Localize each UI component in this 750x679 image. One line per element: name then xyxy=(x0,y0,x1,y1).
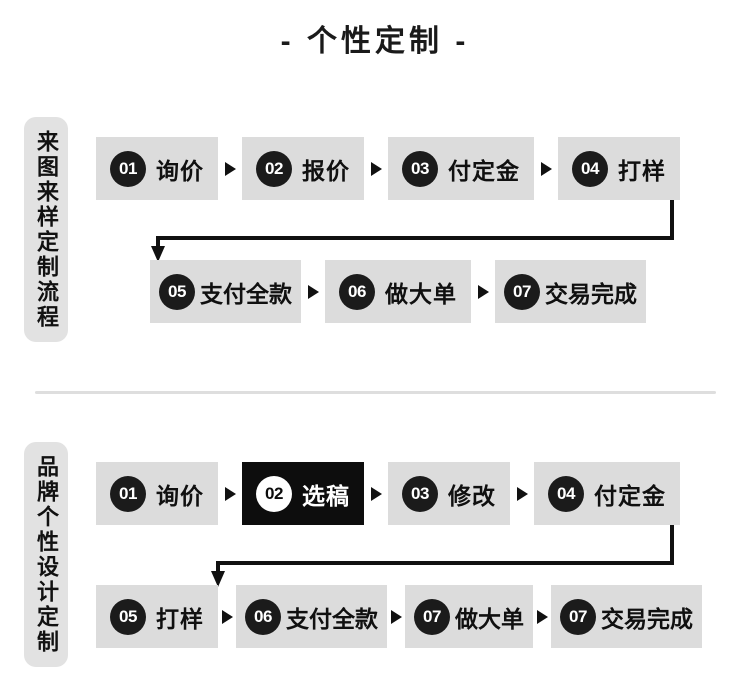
flow-row-top: 01 询价 02 报价 03 付定金 04 打样 xyxy=(96,137,680,200)
step-box-03[interactable]: 03 付定金 xyxy=(388,137,534,200)
step-box-03[interactable]: 03 修改 xyxy=(388,462,510,525)
triangle-right-icon xyxy=(364,486,388,501)
step-label: 询价 xyxy=(156,157,204,184)
step-number-badge: 03 xyxy=(402,150,438,187)
step-number-badge: 04 xyxy=(548,475,584,512)
triangle-right-icon xyxy=(510,486,534,501)
step-number-badge: 03 xyxy=(402,475,438,512)
side-label-brand-design: 品牌个性设计定制 xyxy=(24,442,68,667)
step-number-badge: 07 xyxy=(560,598,596,635)
step-label: 修改 xyxy=(448,482,496,509)
step-box-08[interactable]: 07 交易完成 xyxy=(551,585,702,648)
triangle-right-icon xyxy=(471,284,495,299)
step-label: 付定金 xyxy=(448,157,520,184)
flow-row-bottom: 05 打样 06 支付全款 07 做大单 07 交易完成 xyxy=(96,585,702,648)
step-number-badge: 01 xyxy=(110,475,146,512)
step-label: 选稿 xyxy=(302,482,350,509)
step-number-badge: 05 xyxy=(110,598,146,635)
step-box-01[interactable]: 01 询价 xyxy=(96,462,218,525)
step-label: 交易完成 xyxy=(601,605,693,632)
step-box-02-selected[interactable]: 02 选稿 xyxy=(242,462,364,525)
step-label: 付定金 xyxy=(594,482,666,509)
step-box-06[interactable]: 06 做大单 xyxy=(325,260,471,323)
step-label: 支付全款 xyxy=(286,605,378,632)
triangle-right-icon xyxy=(218,609,236,624)
triangle-right-icon xyxy=(218,486,242,501)
step-label: 询价 xyxy=(156,482,204,509)
step-label: 支付全款 xyxy=(200,280,292,307)
elbow-arrow-down-icon xyxy=(151,200,674,262)
step-box-04[interactable]: 04 打样 xyxy=(558,137,680,200)
step-number-badge: 07 xyxy=(504,273,540,310)
step-label: 打样 xyxy=(156,605,204,632)
elbow-arrow-down-icon xyxy=(211,525,674,587)
triangle-right-icon xyxy=(218,161,242,176)
step-box-01[interactable]: 01 询价 xyxy=(96,137,218,200)
section-divider xyxy=(35,391,716,394)
side-label-custom-sample: 来图来样定制流程 xyxy=(24,117,68,342)
step-number-badge: 01 xyxy=(110,150,146,187)
step-label: 做大单 xyxy=(385,280,457,307)
flow-section-brand-design: 品牌个性设计定制 01 询价 02 选稿 03 修改 04 付定金 05 xyxy=(0,437,750,677)
triangle-right-icon xyxy=(387,609,405,624)
step-box-05[interactable]: 05 打样 xyxy=(96,585,218,648)
step-number-badge: 05 xyxy=(159,273,195,310)
step-box-02[interactable]: 02 报价 xyxy=(242,137,364,200)
step-label: 报价 xyxy=(302,157,350,184)
step-box-04[interactable]: 04 付定金 xyxy=(534,462,680,525)
step-box-07[interactable]: 07 做大单 xyxy=(405,585,533,648)
triangle-right-icon xyxy=(534,161,558,176)
triangle-right-icon xyxy=(301,284,325,299)
triangle-right-icon xyxy=(364,161,388,176)
step-number-badge: 04 xyxy=(572,150,608,187)
side-label-text: 品牌个性设计定制 xyxy=(34,454,59,655)
step-box-06[interactable]: 06 支付全款 xyxy=(236,585,387,648)
flow-section-custom-sample: 来图来样定制流程 01 询价 02 报价 03 付定金 04 打样 05 xyxy=(0,112,750,352)
step-label: 打样 xyxy=(618,157,666,184)
step-label: 做大单 xyxy=(455,605,524,632)
step-number-badge: 02 xyxy=(256,475,292,512)
step-number-badge: 07 xyxy=(414,598,450,635)
step-box-05[interactable]: 05 支付全款 xyxy=(150,260,301,323)
flow-row-top: 01 询价 02 选稿 03 修改 04 付定金 xyxy=(96,462,680,525)
step-box-07[interactable]: 07 交易完成 xyxy=(495,260,646,323)
step-label: 交易完成 xyxy=(545,280,637,307)
step-number-badge: 06 xyxy=(245,598,281,635)
page-title: - 个性定制 - xyxy=(280,25,470,58)
side-label-text: 来图来样定制流程 xyxy=(34,129,59,330)
triangle-right-icon xyxy=(533,609,551,624)
step-number-badge: 02 xyxy=(256,150,292,187)
step-number-badge: 06 xyxy=(339,273,375,310)
flow-row-bottom: 05 支付全款 06 做大单 07 交易完成 xyxy=(150,260,646,323)
